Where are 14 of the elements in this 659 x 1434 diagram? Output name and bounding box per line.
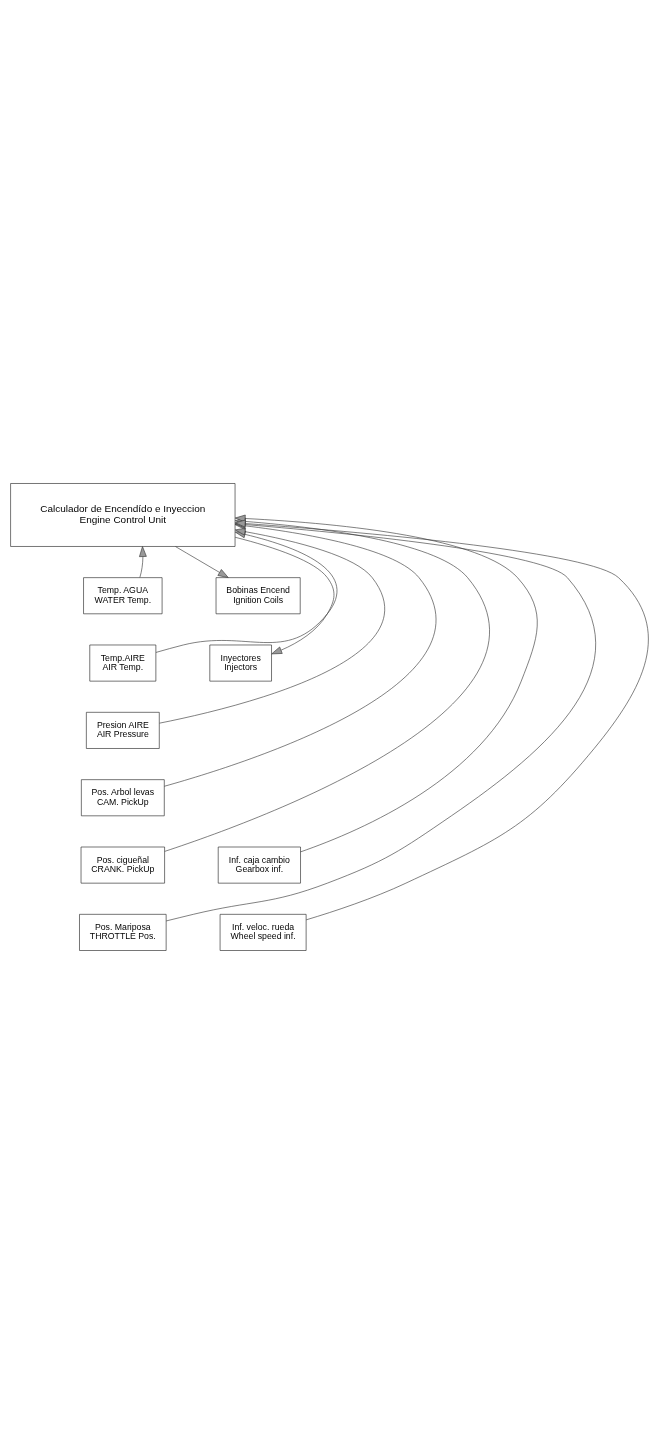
node-box: Temp. AGUA WATER Temp. — [83, 577, 163, 615]
arrow — [175, 546, 229, 578]
node-box: Calculador de Encendído e Inyeccion Engine Control Unit — [10, 483, 236, 547]
node-box: Pos. Mariposa THROTTLE Pos. — [79, 914, 167, 951]
node-box: Bobinas Encend Ignition Coils — [215, 577, 301, 615]
arrow — [234, 536, 335, 655]
node-box: Pos. Arbol levas CAM. PickUp — [81, 779, 165, 817]
node-box: Inf. veloc. rueda Wheel speed inf. — [219, 914, 307, 951]
node-box: Temp.AIRE AIR Temp. — [89, 644, 157, 682]
arrow — [139, 546, 147, 578]
node-box: Inyectores Injectors — [209, 644, 272, 682]
node-box: Presion AIRE AIR Pressure — [86, 712, 160, 749]
node-box: Pos. cigueñal CRANK. PickUp — [80, 846, 165, 884]
node-box: Inf. caja cambio Gearbox inf. — [217, 846, 301, 884]
